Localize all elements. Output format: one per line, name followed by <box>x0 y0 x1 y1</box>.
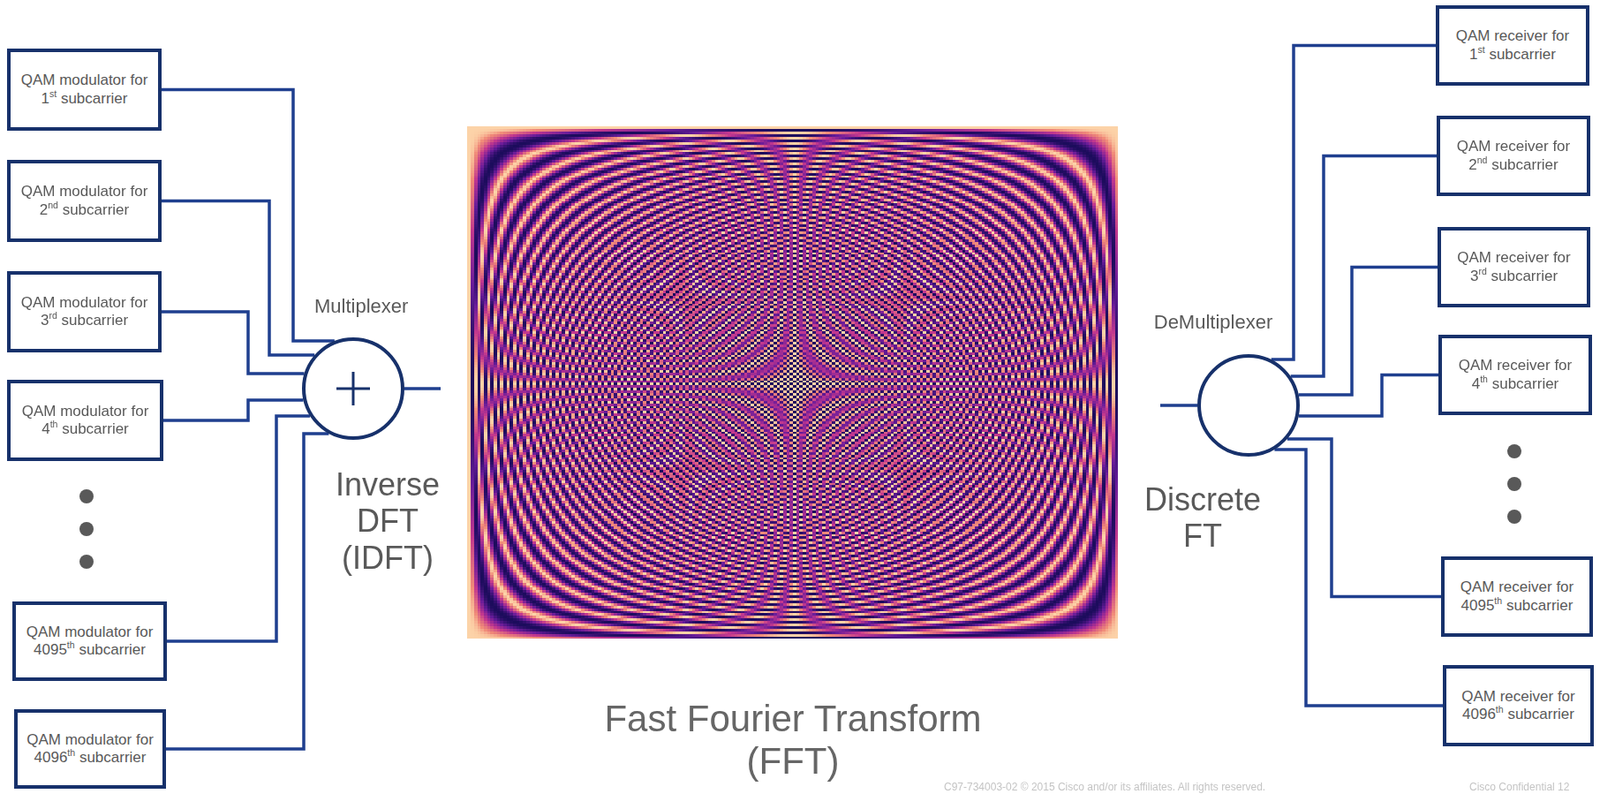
modulator-box: QAM modulator for 1st subcarrier <box>7 48 162 131</box>
signal-wire <box>166 433 329 749</box>
box-label: QAM modulator for 1st subcarrier <box>17 71 151 108</box>
signal-wire <box>1271 45 1436 361</box>
signal-wire <box>161 201 315 356</box>
box-label: QAM receiver for 4095th subcarrier <box>1451 578 1583 615</box>
receiver-box: QAM receiver for 1st subcarrier <box>1435 5 1590 86</box>
signal-wire <box>1274 449 1443 706</box>
box-label: QAM receiver for 4th subcarrier <box>1449 356 1582 393</box>
demultiplexer-circle: DeMultiplexerDiscrete FT <box>1197 354 1300 457</box>
signal-wire <box>1287 438 1442 597</box>
modulator-box: QAM modulator for 4th subcarrier <box>7 379 164 461</box>
box-label: QAM modulator for 4th subcarrier <box>17 402 153 439</box>
footer-text: C97-734003-02 © 2015 Cisco and/or its af… <box>943 780 1266 793</box>
circle-outline <box>301 337 405 440</box>
ellipsis-dot <box>1507 444 1522 459</box>
receiver-box: QAM receiver for 4095th subcarrier <box>1441 556 1593 637</box>
footer-text: Cisco Confidential <box>1469 780 1555 793</box>
signal-wire <box>1298 375 1439 417</box>
signal-wire <box>161 311 305 374</box>
multiplexer-circle: MultiplexerInverse DFT (IDFT) <box>301 337 405 440</box>
node-subtitle: Inverse DFT (IDFT) <box>316 466 459 576</box>
node-subtitle: Discrete FT <box>1123 481 1283 555</box>
box-label: QAM receiver for 4096th subcarrier <box>1453 687 1584 725</box>
modulator-box: QAM modulator for 2nd subcarrier <box>7 159 162 242</box>
circle-outline <box>1197 354 1300 457</box>
modulator-box: QAM modulator for 3rd subcarrier <box>7 271 162 353</box>
figure-caption: Fast Fourier Transform (FFT) <box>563 697 1023 784</box>
ellipsis-dot <box>1507 509 1522 524</box>
box-label: QAM receiver for 2nd subcarrier <box>1447 137 1580 174</box>
ellipsis-dot <box>1507 476 1522 491</box>
box-label: QAM modulator for 4095th subcarrier <box>22 623 157 660</box>
box-label: QAM modulator for 3rd subcarrier <box>17 294 151 331</box>
box-label: QAM modulator for 4096th subcarrier <box>24 731 156 768</box>
footer-text: 12 <box>1557 780 1570 793</box>
signal-wire <box>161 90 335 342</box>
signal-wire <box>166 415 310 642</box>
receiver-box: QAM receiver for 3rd subcarrier <box>1437 226 1591 308</box>
ellipsis-dot <box>79 521 94 536</box>
modulator-box: QAM modulator for 4095th subcarrier <box>12 601 167 681</box>
dft-matrix-image <box>467 126 1118 639</box>
demux-input-wire <box>1160 403 1198 408</box>
ellipsis-dot <box>79 489 94 504</box>
receiver-box: QAM receiver for 2nd subcarrier <box>1436 115 1591 197</box>
receiver-box: QAM receiver for 4096th subcarrier <box>1442 664 1594 747</box>
box-label: QAM modulator for 2nd subcarrier <box>17 182 151 219</box>
box-label: QAM receiver for 1st subcarrier <box>1446 27 1579 64</box>
modulator-box: QAM modulator for 4096th subcarrier <box>14 709 167 789</box>
mux-output-wire <box>404 386 441 391</box>
node-heading: DeMultiplexer <box>1138 310 1289 333</box>
box-label: QAM receiver for 3rd subcarrier <box>1448 249 1580 286</box>
node-heading: Multiplexer <box>314 294 447 317</box>
receiver-box: QAM receiver for 4th subcarrier <box>1438 334 1593 416</box>
ellipsis-dot <box>79 554 94 569</box>
